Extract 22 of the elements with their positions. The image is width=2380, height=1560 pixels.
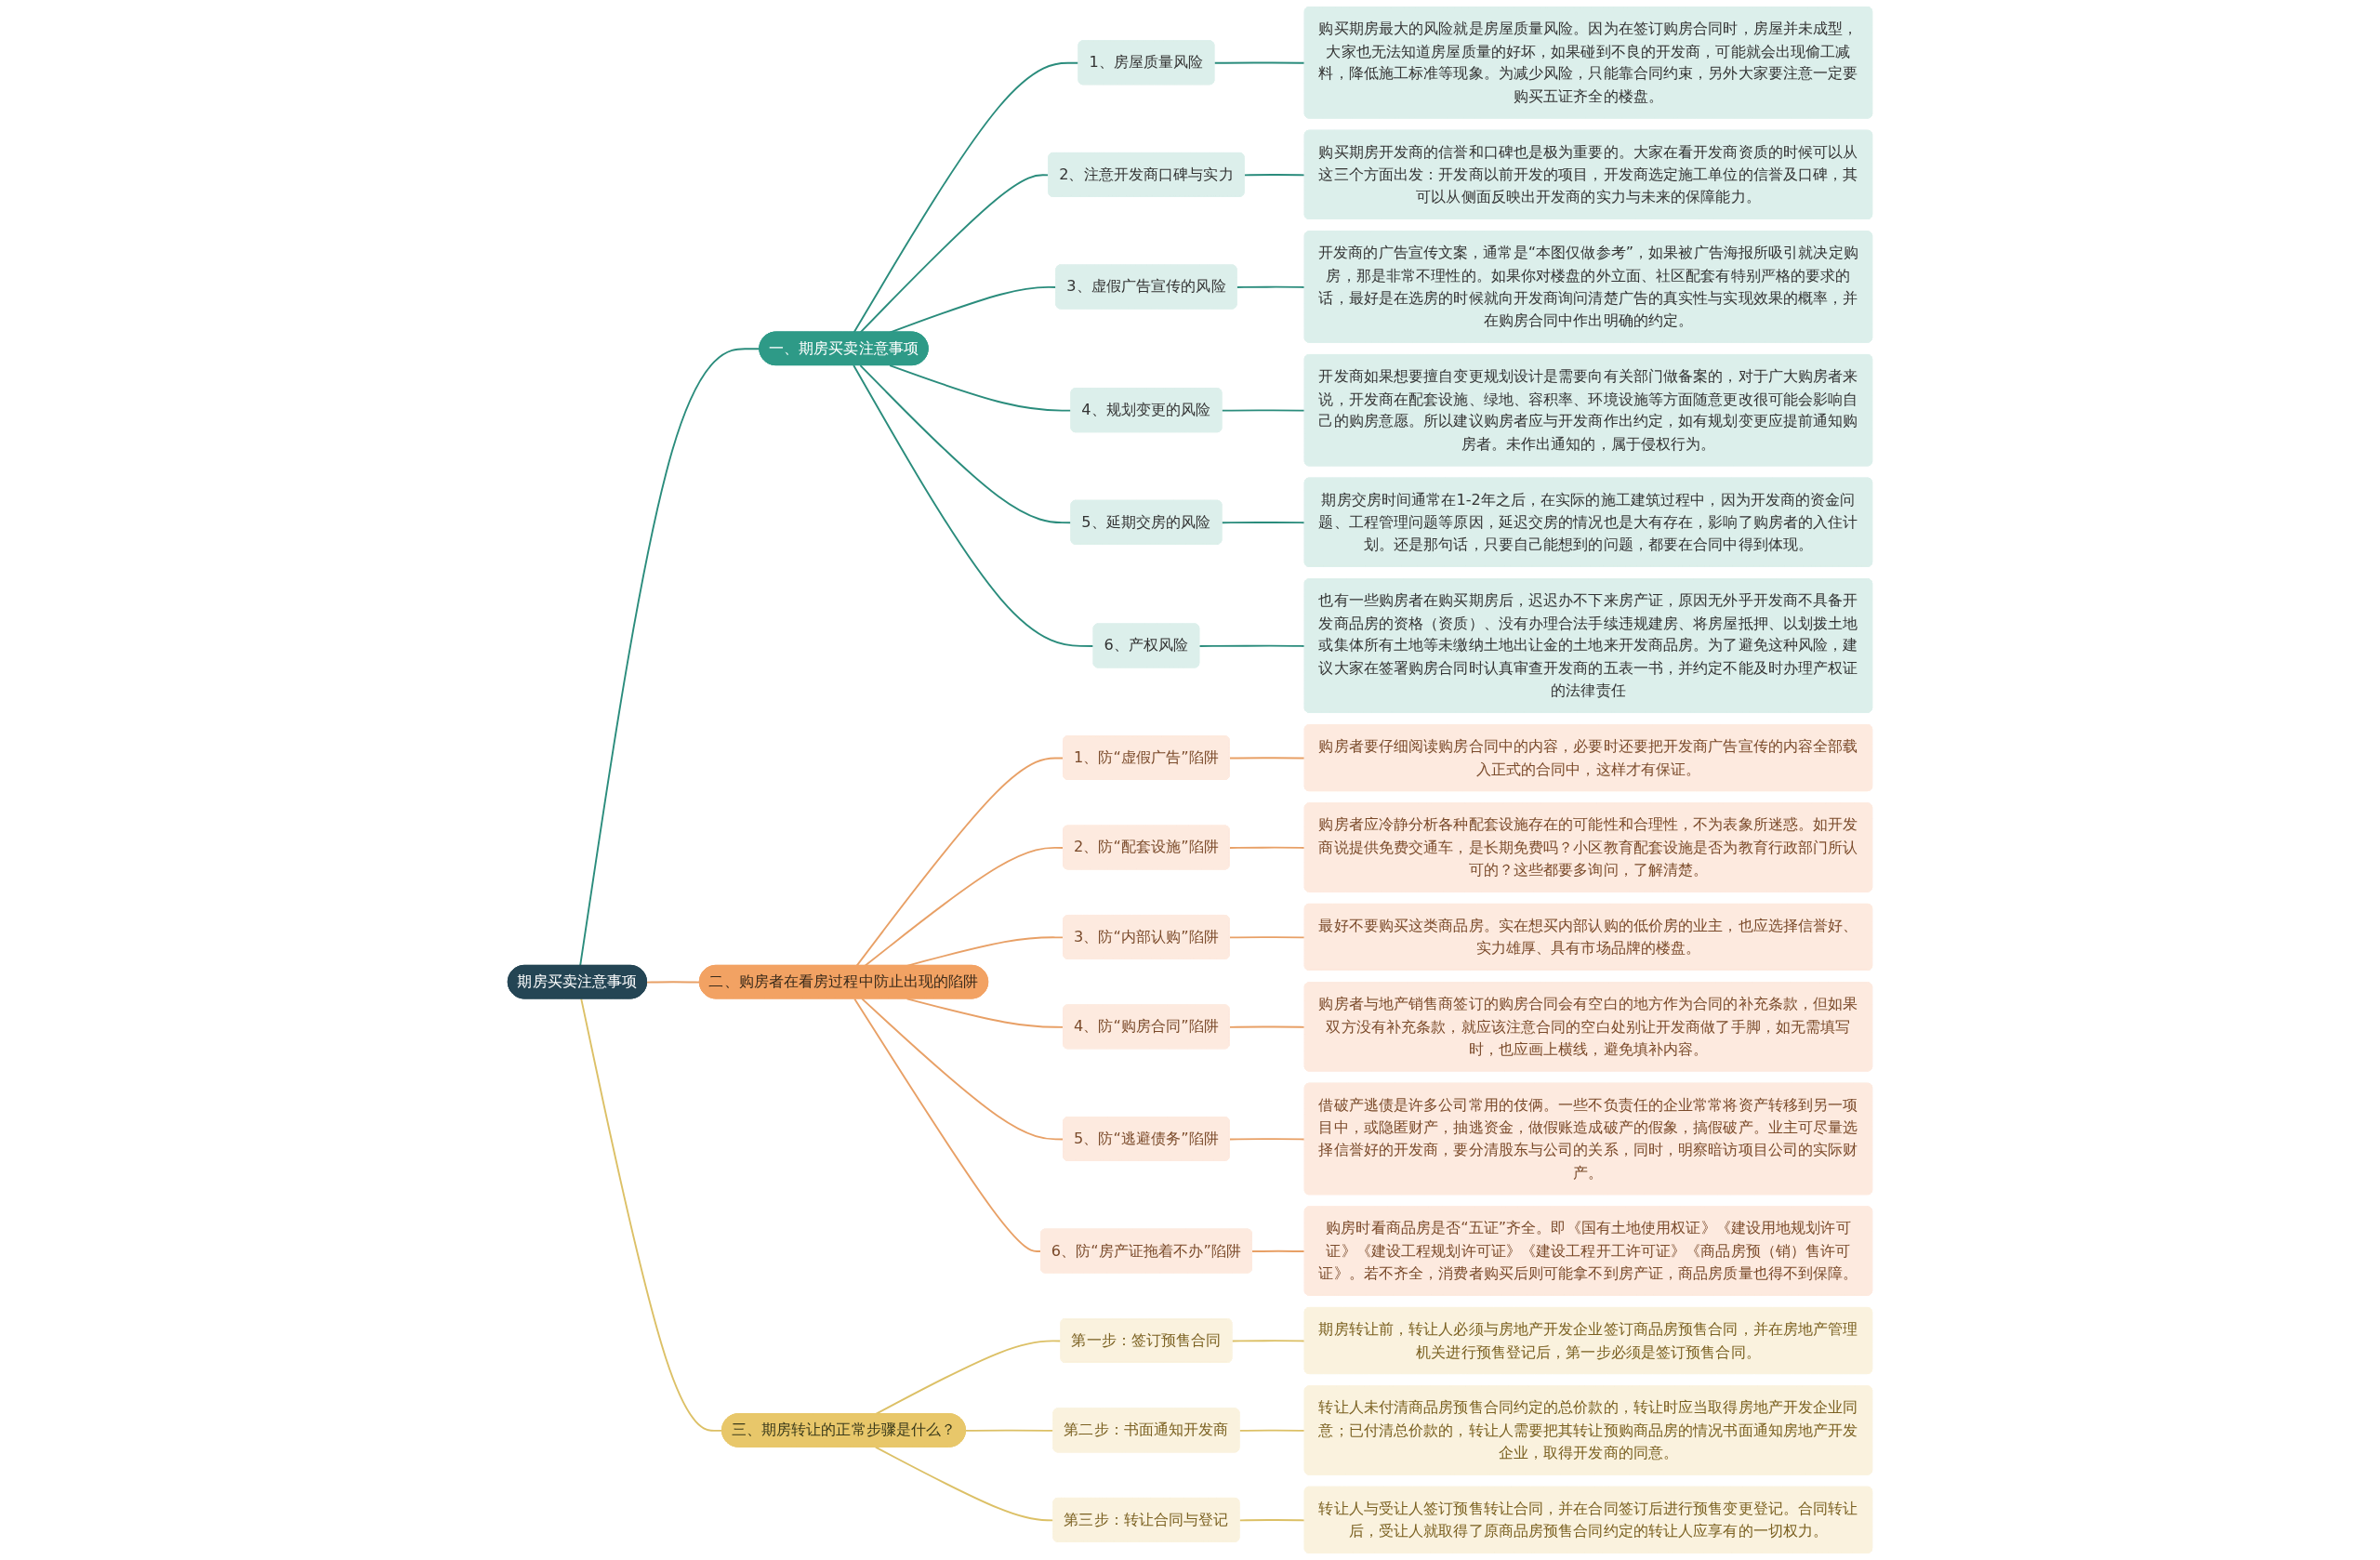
connector (1250, 1249, 1306, 1252)
connector (853, 364, 1095, 647)
connector (859, 364, 1073, 524)
connector (1228, 757, 1306, 760)
connector (1221, 409, 1306, 412)
connector (1243, 174, 1306, 177)
connector (1228, 1138, 1306, 1141)
connector (1238, 1429, 1306, 1432)
connector (1231, 1340, 1306, 1342)
connector (1221, 522, 1306, 524)
connector (1228, 936, 1306, 939)
connector (1238, 1519, 1306, 1522)
connector (853, 998, 1042, 1252)
connector (1198, 644, 1306, 647)
connector (1236, 285, 1306, 288)
connector (853, 61, 1080, 334)
connector (1228, 1025, 1306, 1028)
connector (646, 981, 701, 984)
connector (1213, 61, 1306, 64)
connector (1228, 846, 1306, 849)
connector (580, 998, 723, 1432)
connector (889, 364, 1073, 412)
